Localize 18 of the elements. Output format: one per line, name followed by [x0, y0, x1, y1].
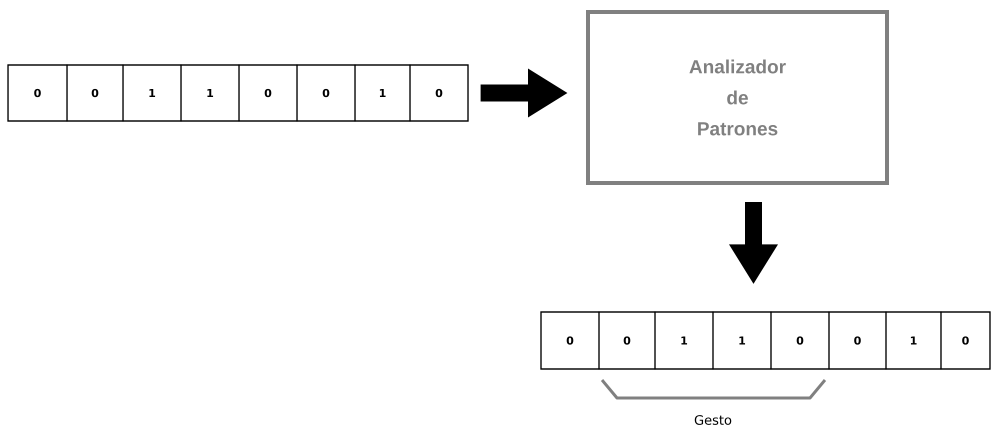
- bit-cell: 1: [354, 64, 411, 122]
- bit-cell: 0: [598, 311, 656, 370]
- bit-cell: 0: [409, 64, 469, 122]
- bit-cell: 0: [7, 64, 68, 122]
- bit-cell: 0: [540, 311, 600, 370]
- bit-cell: 1: [180, 64, 240, 122]
- bit-cell: 1: [122, 64, 182, 122]
- bit-cell: 0: [296, 64, 356, 122]
- bit-cell: 0: [828, 311, 887, 370]
- bit-cell: 0: [238, 64, 298, 122]
- bit-cell: 1: [885, 311, 942, 370]
- bit-cell: 0: [770, 311, 830, 370]
- bit-cell: 0: [940, 311, 991, 370]
- bit-cell: 0: [66, 64, 124, 122]
- bit-cell: 1: [654, 311, 714, 370]
- bracket-label: Gesto: [694, 415, 732, 425]
- process-box: Analizador de Patrones: [586, 10, 889, 185]
- bit-cell: 1: [712, 311, 772, 370]
